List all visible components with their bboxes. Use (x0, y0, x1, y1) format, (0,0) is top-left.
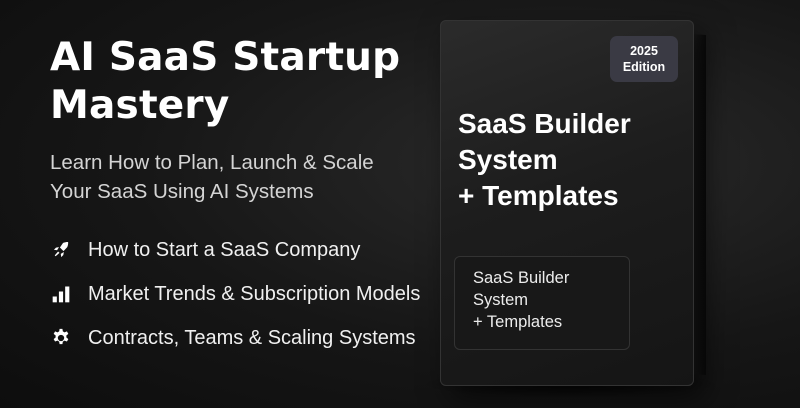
subtitle-line-2: Your SaaS Using AI Systems (50, 180, 314, 203)
gear-icon (50, 327, 72, 349)
feature-list: How to Start a SaaS Company Market Trend… (50, 228, 420, 360)
edition-badge: 2025 Edition (610, 36, 678, 82)
feature-label: Market Trends & Subscription Models (88, 282, 421, 305)
headline-line-2: Mastery (50, 83, 230, 128)
product-title-line-1: SaaS Builder (458, 108, 631, 139)
product-label-line-3: + Templates (473, 313, 563, 331)
product-title-line-3: + Templates (458, 180, 619, 211)
product-box-side (692, 34, 706, 375)
feature-label: How to Start a SaaS Company (88, 238, 361, 261)
subtitle: Learn How to Plan, Launch & Scale Your S… (50, 148, 430, 206)
headline: AI SaaS Startup Mastery (50, 34, 430, 130)
product-title: SaaS Builder System + Templates (458, 106, 683, 214)
subtitle-line-1: Learn How to Plan, Launch & Scale (50, 151, 374, 174)
product-label-line-1: SaaS Builder (473, 269, 570, 287)
feature-item: Contracts, Teams & Scaling Systems (50, 316, 420, 360)
edition-text: Edition (622, 60, 666, 74)
product-label-line-2: System (473, 291, 529, 309)
bar-chart-icon (50, 283, 72, 305)
headline-line-1: AI SaaS Startup (50, 35, 401, 80)
edition-year: 2025 (630, 44, 658, 58)
feature-item: Market Trends & Subscription Models (50, 272, 420, 316)
product-label-panel: SaaS Builder System + Templates (454, 256, 630, 350)
feature-item: How to Start a SaaS Company (50, 228, 420, 272)
rocket-icon (50, 239, 72, 261)
feature-label: Contracts, Teams & Scaling Systems (88, 326, 416, 349)
product-title-line-2: System (458, 144, 558, 175)
product-box: 2025 Edition SaaS Builder System + Templ… (440, 20, 694, 386)
